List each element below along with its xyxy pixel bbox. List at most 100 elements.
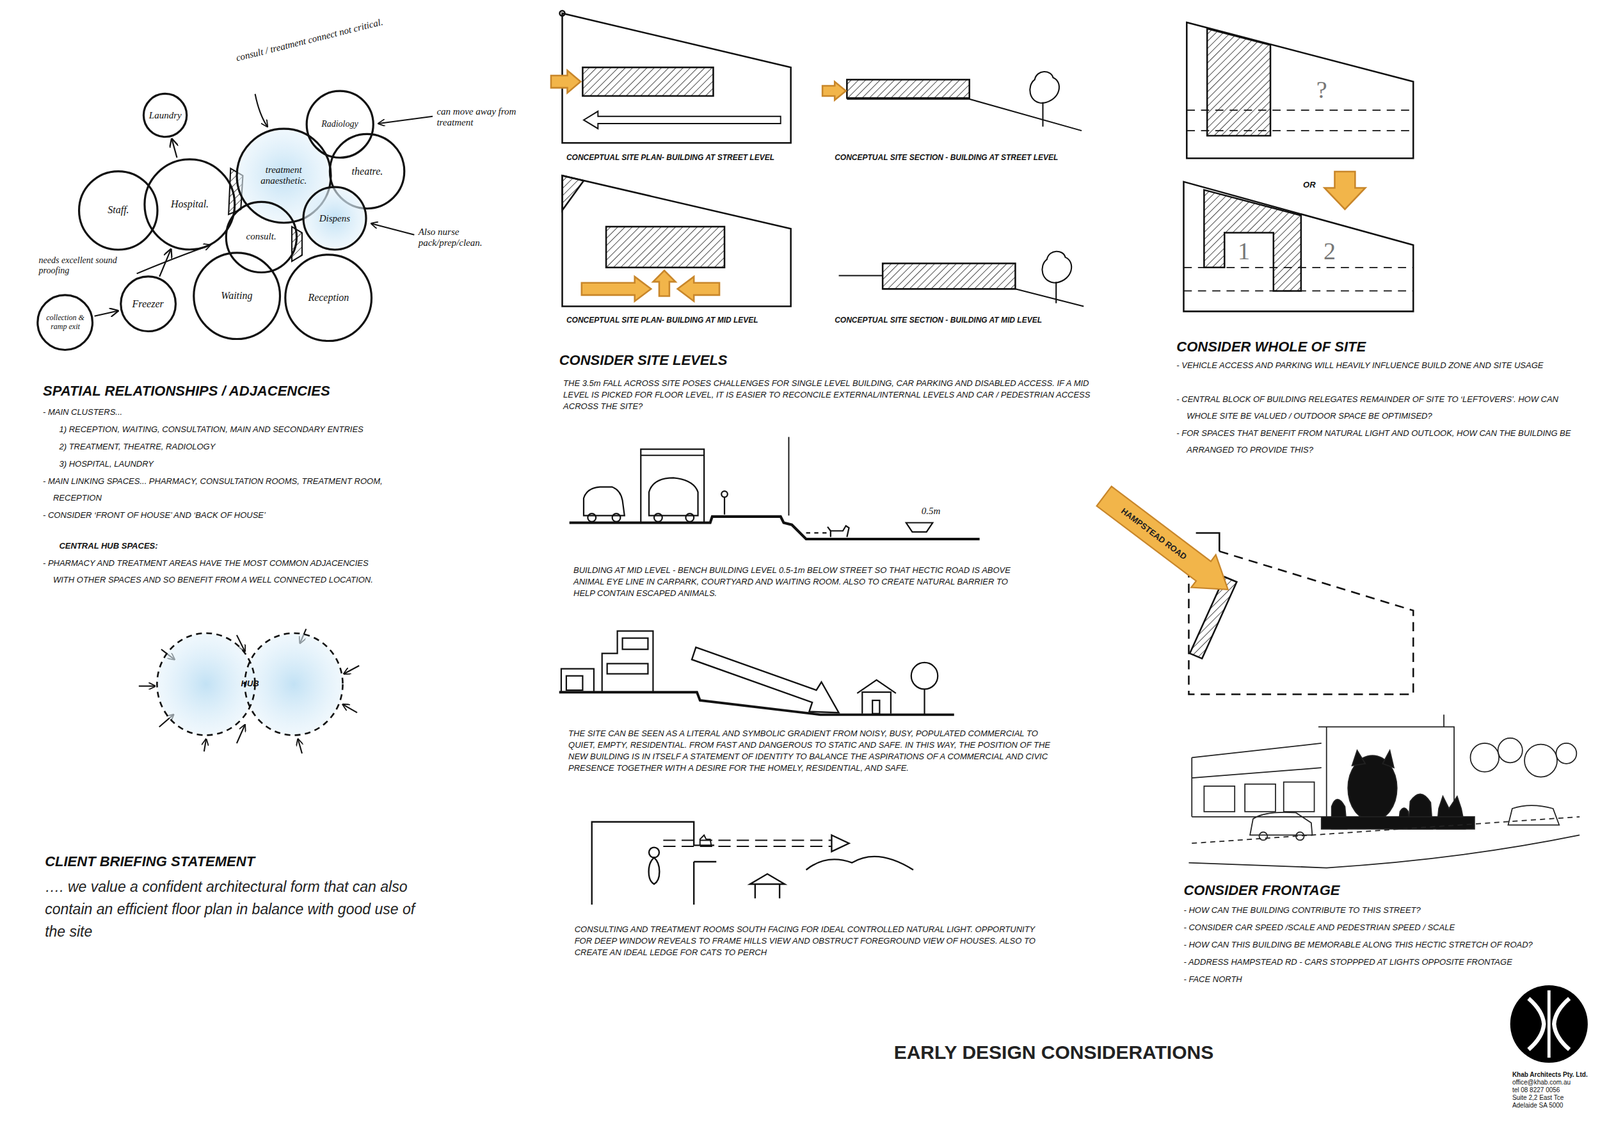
bubble-circle: Radiology: [305, 89, 375, 159]
khab-logo: [1553, 998, 1570, 1050]
node-label: Freezer: [132, 298, 164, 310]
section-street-to-site: [721, 490, 728, 498]
firm-contact: Adelaide SA 5000: [1512, 1101, 1564, 1109]
frontage-sketch: [1249, 812, 1312, 836]
frontage-sketch: [1443, 714, 1445, 727]
site-section-street-level: [1041, 101, 1044, 127]
sub-heading: CENTRAL HUB SPACES:: [58, 537, 158, 555]
road-name: HAMPSTEAD ROAD: [1119, 505, 1190, 562]
circle-outline: [120, 276, 176, 332]
site-plan-street-level: [583, 111, 781, 129]
site-section-mid-level: [882, 263, 1016, 289]
whole-site-options: [1203, 190, 1301, 292]
node-text-box: collection & ramp exit: [42, 313, 88, 332]
gradient-section: [911, 662, 938, 689]
annotation: needs excellent sound proofing: [39, 255, 134, 278]
site-plan-mid-level: [562, 175, 792, 306]
khab-logo: [1547, 990, 1551, 1058]
node-text-box: consult.: [246, 231, 277, 242]
paragraph: BUILDING AT MID LEVEL - BENCH BUILDING L…: [573, 564, 1023, 600]
window-section: [592, 821, 914, 905]
hub-arrows: [204, 739, 207, 752]
site-section-street-level: [846, 79, 969, 98]
window-section: [663, 839, 832, 847]
khab-logo: [1528, 998, 1544, 1050]
hampstead-site: [1091, 480, 1241, 607]
hub-dashed-outline: [157, 632, 256, 735]
node-label: HUB: [241, 679, 260, 689]
frontage-sketch: [1498, 737, 1523, 763]
section-street-to-site: [788, 437, 790, 516]
site-section-mid-level: [839, 275, 884, 277]
dimension: 0.5m: [921, 506, 941, 516]
window-section: [831, 834, 849, 852]
bubble-circle: collection & ramp exit: [36, 293, 94, 351]
node-text-box: Reception: [307, 291, 349, 304]
section-street-to-site: [569, 437, 980, 539]
bubble-leaders: [378, 116, 434, 124]
bubble-leaders: [255, 94, 268, 127]
sketch-caption: CONCEPTUAL SITE SECTION - BUILDING AT MI…: [834, 315, 1042, 325]
section-heading: CONSIDER SITE LEVELS: [559, 352, 728, 368]
list-item: - PHARMACY AND TREATMENT AREAS HAVE THE …: [42, 554, 390, 589]
circle-outline: [303, 186, 367, 250]
list-item: - HOW CAN THIS BUILDING BE MEMORABLE ALO…: [1183, 936, 1587, 953]
firm-name: Khab Architects Pty. Ltd.: [1512, 1070, 1588, 1078]
section-street-to-site: [587, 513, 596, 522]
site-plan-street-level: [562, 13, 792, 144]
node-text-box: HUB: [241, 679, 260, 689]
frontage-sketch: [1524, 744, 1558, 777]
frontage-sketch: [1191, 743, 1321, 817]
sketch-caption: CONCEPTUAL SITE PLAN- BUILDING AT STREET…: [566, 152, 775, 162]
node-text-box: Laundry: [149, 110, 182, 121]
gradient-section: [691, 647, 840, 713]
hampstead-site: [1196, 532, 1220, 552]
board-title: EARLY DESIGN CONSIDERATIONS: [894, 1040, 1215, 1064]
frontage-sketch: [1191, 816, 1580, 843]
section-street-to-site: [648, 477, 699, 516]
window-section: [648, 847, 660, 858]
whole-site-options: [1324, 171, 1366, 210]
list-item: - VEHICLE ACCESS AND PARKING WILL HEAVIL…: [1176, 357, 1590, 374]
node-label: Reception: [307, 291, 349, 304]
frontage-sketch: [1244, 784, 1276, 812]
site-plan-mid-level: [652, 270, 676, 297]
node-label: Dispens: [319, 213, 351, 224]
section-heading: CONSIDER WHOLE OF SITE: [1176, 338, 1366, 355]
site-plan-mid-level: [581, 276, 651, 301]
frontage-sketch: [1508, 805, 1560, 825]
site-section-mid-level: [1055, 281, 1057, 303]
brief-quote: …. we value a confident architectural fo…: [44, 875, 429, 943]
section-street-to-site: [827, 525, 849, 537]
zone-number: 2: [1323, 238, 1336, 264]
bubble-leaders: [136, 245, 211, 274]
bubble-circle: Reception: [283, 252, 374, 343]
whole-site-options: [1183, 22, 1414, 312]
frontage-sketch: [1555, 743, 1577, 764]
window-section: [592, 821, 717, 905]
hub-fill: [157, 632, 256, 735]
node-label: Laundry: [149, 110, 182, 121]
list-item: - MAIN CLUSTERS...: [42, 403, 123, 421]
bubble-leaders: [371, 223, 415, 235]
node-label: Radiology: [321, 119, 359, 130]
connector-arrow: [94, 310, 120, 317]
gradient-section: [622, 638, 649, 650]
node-text-box: Waiting: [220, 289, 253, 302]
site-plan-street-level: [551, 70, 581, 93]
bubble-leaders: [136, 94, 433, 274]
list-item: - ADDRESS HAMPSTEAD RD - CARS STOPPPED A…: [1183, 953, 1587, 971]
section-heading: SPATIAL RELATIONSHIPS / ADJACENCIES: [42, 382, 331, 399]
site-section-street-level: [846, 99, 1082, 131]
section-heading: CLIENT BRIEFING STATEMENT: [44, 853, 255, 870]
khab-logo: [1510, 984, 1588, 1063]
section-street-to-site: [583, 487, 625, 516]
hub-cluster: HUB: [152, 627, 347, 740]
hampstead-site: [1091, 480, 1414, 695]
gradient-section: [607, 663, 649, 674]
hub-arrows: [298, 739, 303, 754]
khab-logo: [1510, 984, 1588, 1063]
section-street-to-site: [806, 531, 827, 534]
window-section: [806, 856, 914, 870]
whole-site-options: [1183, 181, 1414, 312]
